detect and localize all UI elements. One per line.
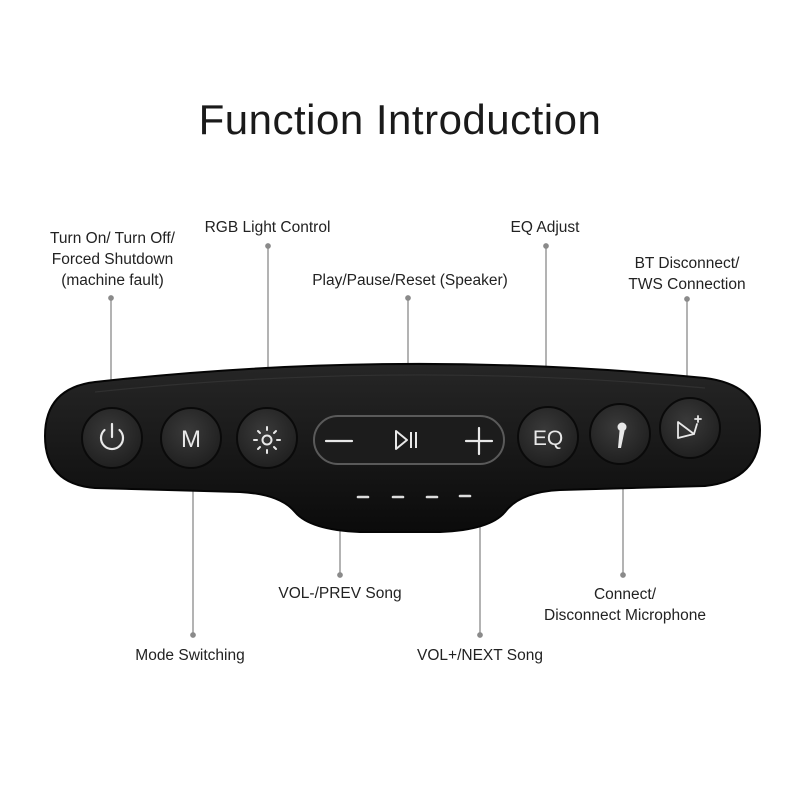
power-button[interactable]	[81, 407, 143, 469]
eq-letters: EQ	[533, 427, 563, 450]
label-vol-plus: VOL+/NEXT Song	[417, 647, 543, 664]
led-indicators	[356, 494, 472, 499]
label-rgb: RGB Light Control	[204, 219, 331, 236]
mode-letter: M	[181, 426, 201, 453]
label-power: Turn On/ Turn Off/ Forced Shutdown (mach…	[50, 230, 175, 289]
label-play: Play/Pause/Reset (Speaker)	[312, 272, 508, 289]
play-pause-icon	[395, 430, 417, 450]
vol-plus-button[interactable]	[445, 420, 500, 460]
label-mic: Connect/ Disconnect Microphone	[544, 586, 706, 624]
microphone-icon	[617, 422, 627, 448]
play-pause-button[interactable]	[380, 420, 438, 460]
vol-minus-button[interactable]	[318, 420, 373, 460]
label-vol-minus: VOL-/PREV Song	[278, 585, 402, 602]
label-eq: EQ Adjust	[510, 219, 580, 236]
rgb-light-button[interactable]	[236, 407, 298, 469]
bluetooth-tws-icon	[677, 415, 702, 439]
mode-button[interactable]: M	[160, 407, 222, 469]
eq-button[interactable]: EQ	[517, 406, 579, 468]
bt-tws-button[interactable]	[659, 397, 721, 459]
label-bt: BT Disconnect/ TWS Connection	[628, 255, 746, 293]
plus-icon	[464, 426, 494, 456]
power-icon	[99, 422, 125, 451]
label-mode: Mode Switching	[135, 647, 245, 664]
sun-icon	[253, 426, 281, 454]
microphone-button[interactable]	[589, 403, 651, 465]
page-title: Function Introduction	[198, 96, 602, 143]
